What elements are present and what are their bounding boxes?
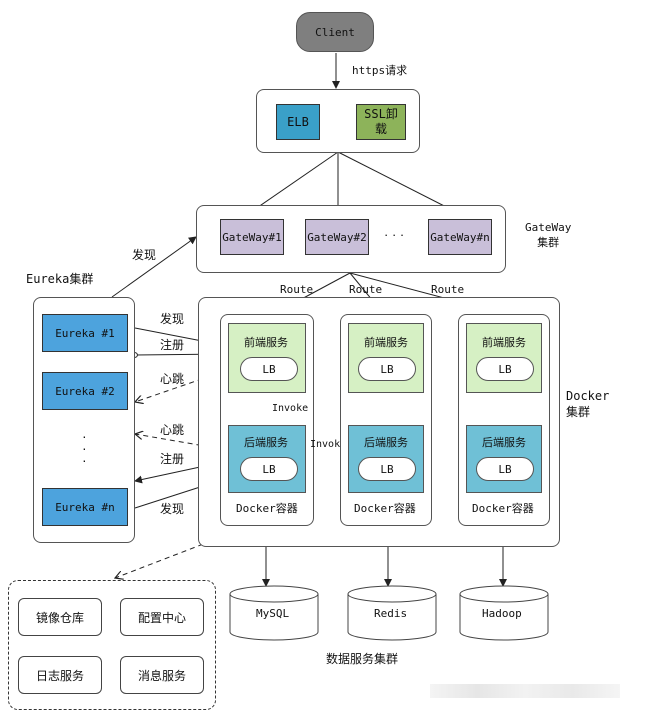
support-services-box (8, 580, 216, 710)
back-service-3-label: 后端服务 (482, 437, 526, 449)
data-service-cluster-label: 数据服务集群 (326, 652, 399, 666)
eureka-node-n: Eureka #n (42, 488, 128, 526)
message-service: 消息服务 (120, 656, 204, 694)
invoke-horizontal-label: Invoke (310, 439, 347, 450)
heartbeat-back-label: 心跳 (160, 423, 185, 437)
database-redis: Redis (374, 607, 408, 620)
gateway-node-2: GateWay#2 (305, 219, 369, 255)
register-front-label: 注册 (160, 338, 185, 352)
config-center: 配置中心 (120, 598, 204, 636)
eureka-node-2: Eureka #2 (42, 372, 128, 410)
docker-container-2-label: Docker容器 (354, 502, 416, 515)
lb-back-2: LB (358, 457, 416, 481)
lb-front-1: LB (240, 357, 298, 381)
discover-front-label: 发现 (160, 312, 185, 326)
client-node: Client (296, 12, 374, 52)
gateway-cluster-label: GateWay 集群 (525, 221, 572, 249)
elb-node: ELB (276, 104, 320, 140)
register-back-label: 注册 (160, 452, 185, 466)
lb-back-3: LB (476, 457, 534, 481)
heartbeat-front-label: 心跳 (160, 372, 185, 386)
front-service-1-label: 前端服务 (244, 337, 288, 349)
back-service-2-label: 后端服务 (364, 437, 408, 449)
eureka-cluster-title: Eureka集群 (26, 272, 94, 286)
lb-back-1: LB (240, 457, 298, 481)
route-label-2: Route (349, 283, 383, 296)
log-service: 日志服务 (18, 656, 102, 694)
lb-front-2: LB (358, 357, 416, 381)
database-cylinders (229, 585, 549, 641)
route-label-1: Route (280, 283, 314, 296)
eureka-dots: · · · (82, 428, 87, 468)
blurred-watermark (430, 684, 620, 698)
discover-back-label: 发现 (160, 502, 185, 516)
gateway-node-n: GateWay#n (428, 219, 492, 255)
docker-container-3-label: Docker容器 (472, 502, 534, 515)
ssl-offload-node: SSL卸载 (356, 104, 406, 140)
route-label-3: Route (431, 283, 465, 296)
https-request-label: https请求 (352, 64, 408, 77)
invoke-vertical-label: Invoke (272, 403, 309, 414)
docker-container-1-label: Docker容器 (236, 502, 298, 515)
front-service-2-label: 前端服务 (364, 337, 408, 349)
database-hadoop: Hadoop (482, 607, 522, 620)
lb-front-3: LB (476, 357, 534, 381)
discover-gateway-label: 发现 (132, 248, 157, 262)
gateway-node-1: GateWay#1 (220, 219, 284, 255)
image-registry: 镜像仓库 (18, 598, 102, 636)
docker-cluster-label: Docker 集群 (566, 389, 610, 419)
gateway-ellipsis: · · · (384, 227, 405, 242)
database-mysql: MySQL (256, 607, 290, 620)
eureka-node-1: Eureka #1 (42, 314, 128, 352)
front-service-3-label: 前端服务 (482, 337, 526, 349)
back-service-1-label: 后端服务 (244, 437, 288, 449)
